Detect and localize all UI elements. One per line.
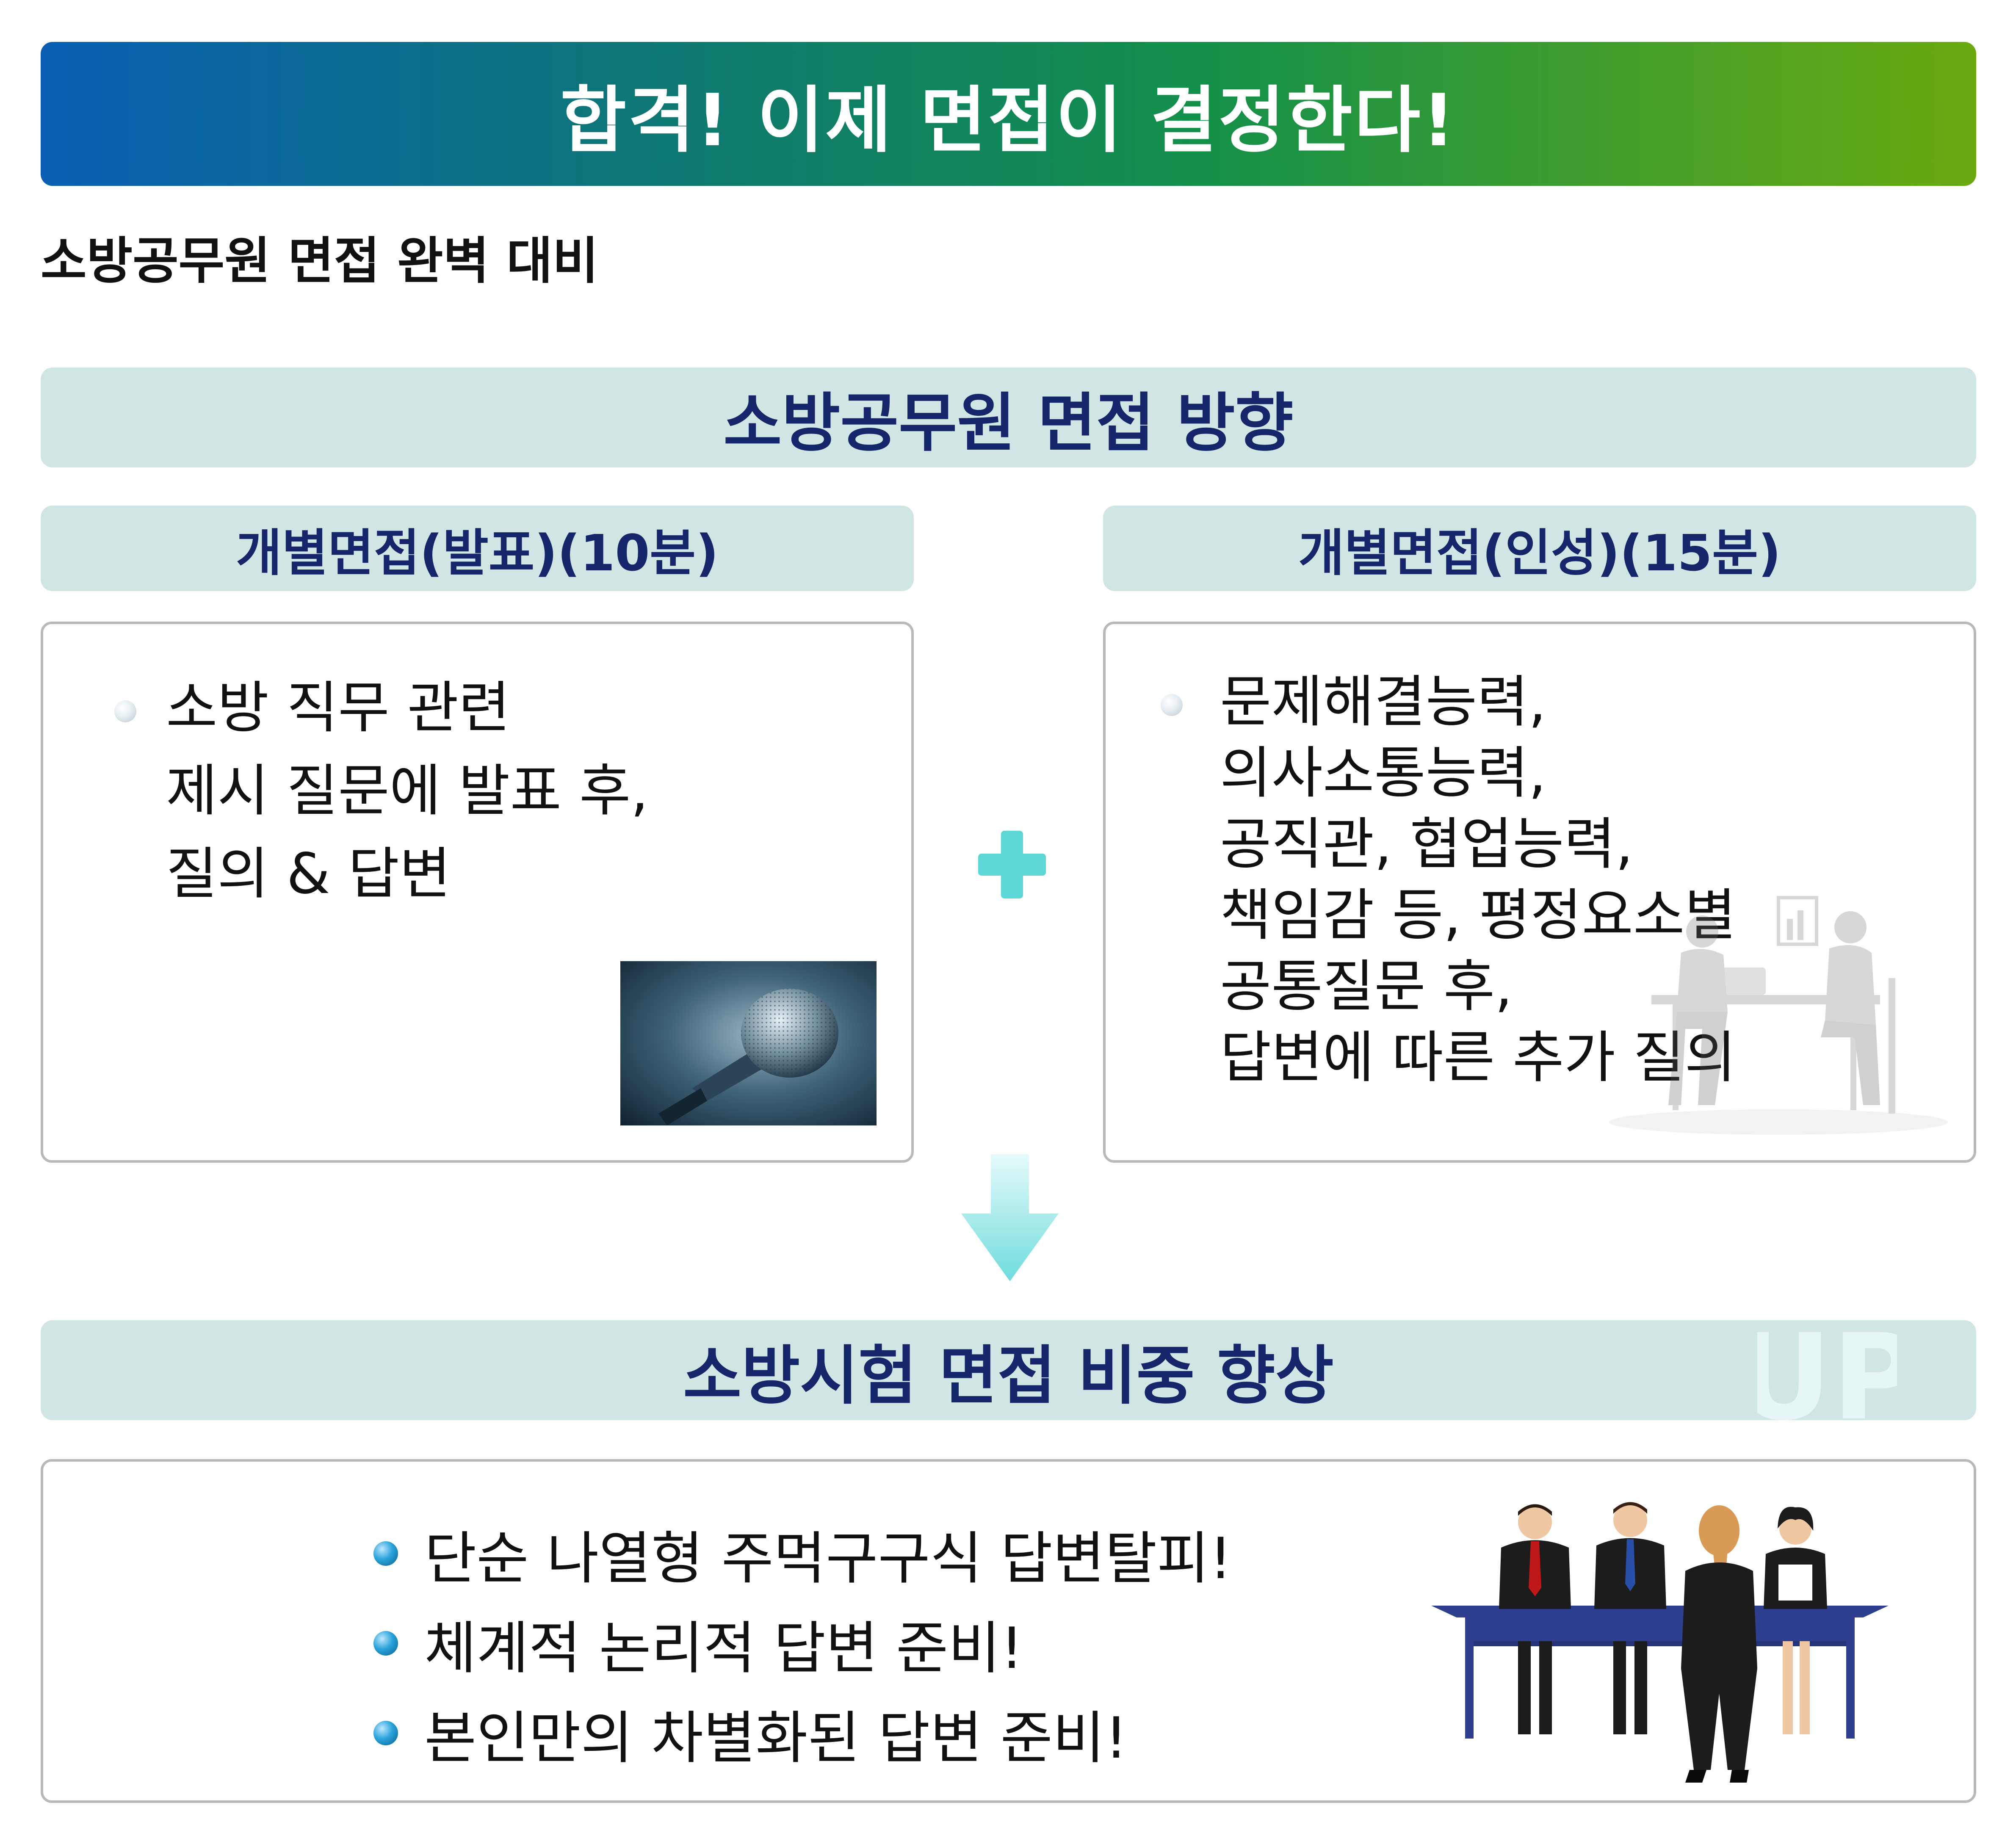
boost-bullet-3: 본인만의 차별화된 답변 준비! [424, 1705, 1128, 1771]
bullet-dot-icon [373, 1721, 398, 1745]
personality-interview-card: 문제해결능력, 의사소통능력, 공직관, 협업능력, 책임감 등, 평정요소별 … [1103, 622, 1976, 1163]
meeting-image [1601, 885, 1956, 1139]
direction-header-label: 소방공무원 면접 방향 [723, 386, 1294, 460]
bullet-dot-icon [114, 700, 136, 722]
personality-interview-label: 개별면접(인성)(15분) [1298, 523, 1781, 582]
presentation-interview-card: 소방 직무 관련 제시 질문에 발표 후, 질의 & 답변 [41, 622, 914, 1163]
title-banner: 합격! 이제 면접이 결정한다! [41, 42, 1976, 186]
svg-text:UP: UP [1757, 1309, 1897, 1435]
plus-icon [978, 831, 1046, 899]
direction-header: 소방공무원 면접 방향 [41, 368, 1976, 467]
subtitle: 소방공무원 면접 완벽 대비 [41, 232, 599, 290]
personality-interview-text: 문제해결능력, 의사소통능력, 공직관, 협업능력, 책임감 등, 평정요소별 … [1220, 669, 1736, 1090]
bullet-dot-icon [373, 1541, 398, 1566]
bullet-dot-icon [1161, 694, 1183, 716]
boost-header-label: 소방시험 면접 비중 향상 [683, 1339, 1334, 1413]
boost-bullet-1: 단순 나열형 주먹구구식 답변탈피! [424, 1526, 1232, 1592]
personality-interview-header: 개별면접(인성)(15분) [1103, 506, 1976, 591]
presentation-interview-label: 개별면접(발표)(10분) [236, 523, 719, 582]
page-title: 합격! 이제 면접이 결정한다! [560, 79, 1457, 163]
boost-header: 소방시험 면접 비중 향상 [41, 1320, 1976, 1420]
boost-card: 단순 나열형 주먹구구식 답변탈피! 체계적 논리적 답변 준비! 본인만의 차… [41, 1459, 1976, 1803]
boost-bullet-2: 체계적 논리적 답변 준비! [424, 1615, 1023, 1681]
microphone-image [620, 961, 877, 1125]
down-arrow-icon [961, 1154, 1059, 1281]
presentation-interview-header: 개별면접(발표)(10분) [41, 506, 914, 591]
presentation-interview-text: 소방 직무 관련 제시 질문에 발표 후, 질의 & 답변 [166, 675, 649, 907]
up-watermark-icon: UP [1736, 1308, 1919, 1447]
interview-panel-image [1431, 1490, 1889, 1787]
bullet-dot-icon [373, 1631, 398, 1656]
